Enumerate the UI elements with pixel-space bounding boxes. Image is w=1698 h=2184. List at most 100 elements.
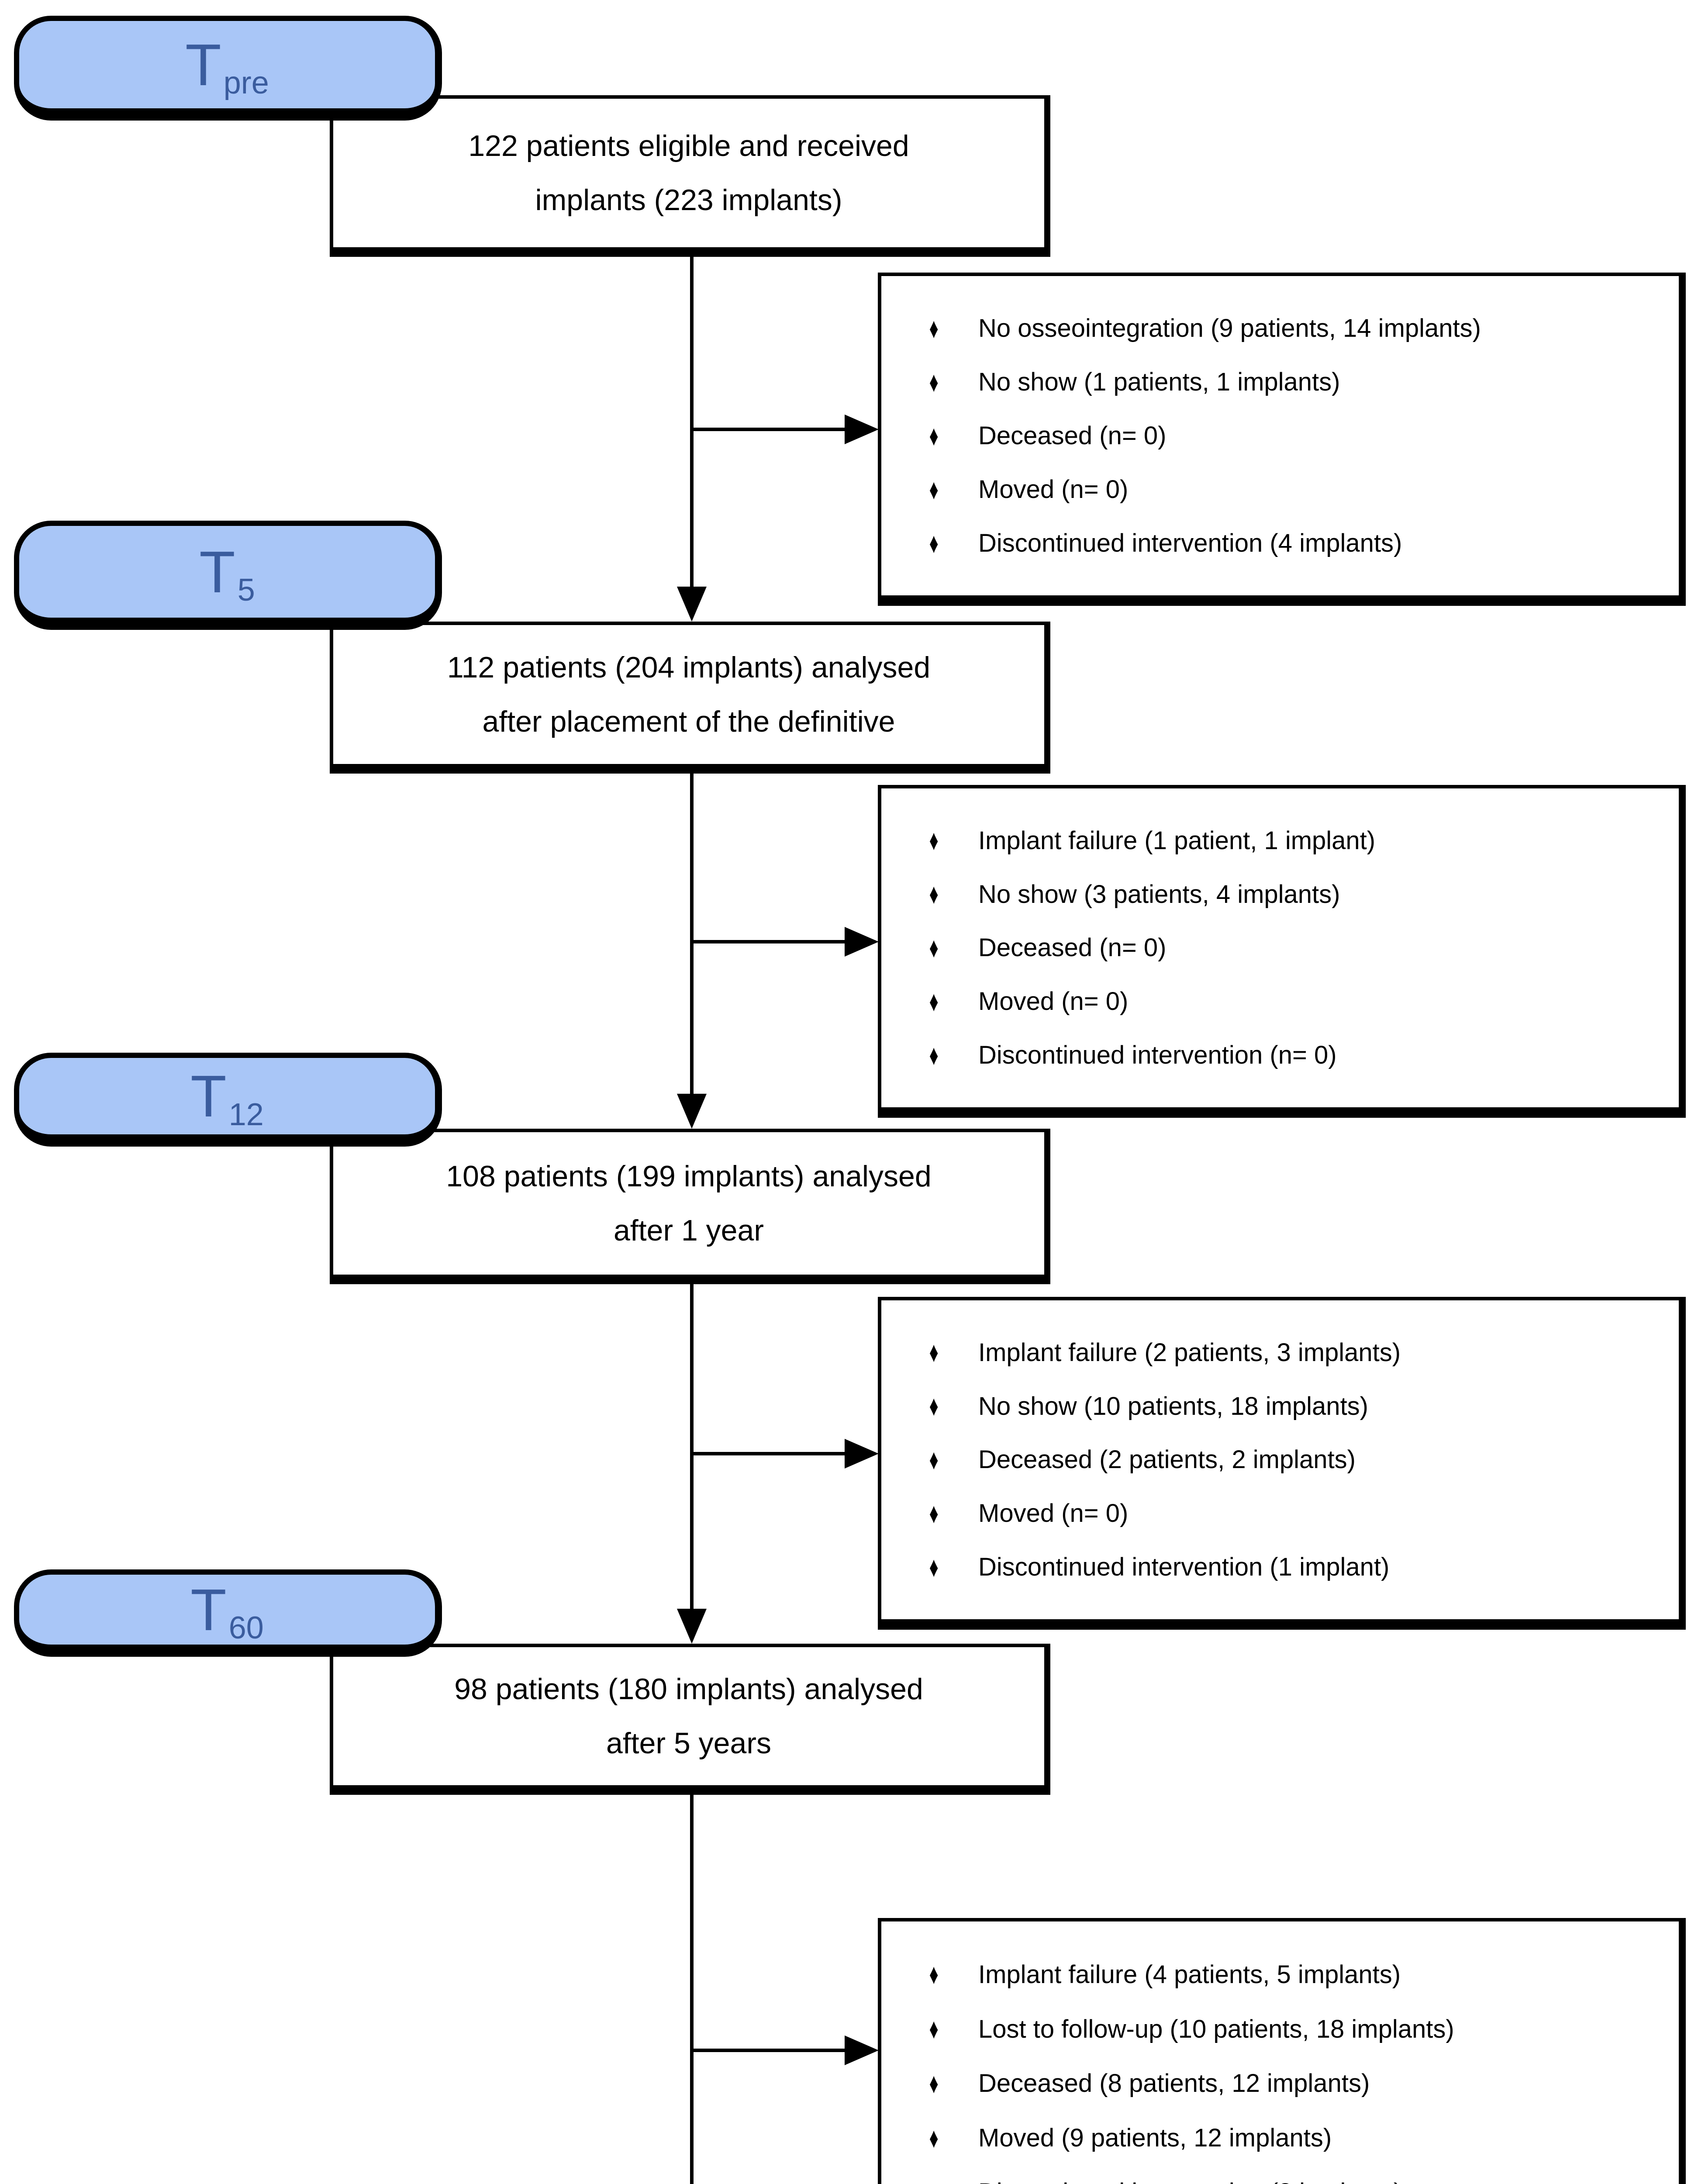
cohort-box-t60: 98 patients (180 implants) analysed afte… — [330, 1644, 1050, 1795]
exclusion-item: Lost to follow-up (10 patients, 18 impla… — [921, 2015, 1666, 2044]
exclusion-item: Discontinued intervention (1 implant) — [921, 1552, 1666, 1582]
exclusion-item: No show (1 patients, 1 implants) — [921, 367, 1666, 397]
exclusion-item: No show (10 patients, 18 implants) — [921, 1392, 1666, 1421]
exclusion-item: Implant failure (2 patients, 3 implants) — [921, 1338, 1666, 1367]
diamond-bullet-icon — [921, 2180, 947, 2184]
exclusion-item: Deceased (2 patients, 2 implants) — [921, 1445, 1666, 1474]
cohort-text-line: 122 patients eligible and received — [468, 129, 909, 162]
diamond-bullet-icon — [921, 423, 947, 449]
cohort-box-t12: 108 patients (199 implants) analysed aft… — [330, 1129, 1050, 1284]
exclusion-item-label: Implant failure (2 patients, 3 implants) — [978, 1338, 1401, 1367]
exclusion-item-label: Deceased (n= 0) — [978, 422, 1167, 450]
connector-line-vertical-1 — [690, 257, 694, 598]
arrow-down-icon — [677, 1094, 707, 1129]
diamond-bullet-icon — [921, 1961, 947, 1987]
exclusion-item: Discontinued intervention (4 implants) — [921, 529, 1666, 558]
exclusion-item: Discontinued intervention (n= 0) — [921, 1040, 1666, 1070]
exclusion-item-label: Discontinued intervention (4 implants) — [978, 529, 1402, 557]
diamond-bullet-icon — [921, 1042, 947, 1068]
timepoint-label: T — [185, 31, 221, 98]
timepoint-subscript: 60 — [228, 1610, 264, 1645]
exclusion-item: No show (3 patients, 4 implants) — [921, 880, 1666, 909]
exclusion-item: Moved (n= 0) — [921, 1499, 1666, 1528]
diamond-bullet-icon — [921, 988, 947, 1015]
exclusion-item: Deceased (n= 0) — [921, 421, 1666, 450]
exclusion-item-label: No show (3 patients, 4 implants) — [978, 880, 1340, 909]
connector-line-vertical-2 — [690, 774, 694, 1099]
connector-line-vertical-3 — [690, 1284, 694, 1612]
diamond-bullet-icon — [921, 1393, 947, 1419]
exclusion-item-label: Discontinued intervention (1 implant) — [978, 1553, 1390, 1582]
connector-line-vertical-4 — [690, 1795, 694, 2184]
cohort-text-line: after placement of the definitive — [482, 705, 895, 738]
diamond-bullet-icon — [921, 1500, 947, 1527]
cohort-text-line: 112 patients (204 implants) analysed — [447, 651, 931, 684]
exclusion-item: Moved (n= 0) — [921, 987, 1666, 1016]
cohort-box-eligible: 122 patients eligible and received impla… — [330, 95, 1050, 257]
cohort-text-line: 108 patients (199 implants) analysed — [446, 1160, 932, 1193]
exclusion-item-label: Discontinued intervention (3 implants) — [978, 2178, 1402, 2184]
arrow-right-icon — [845, 2035, 879, 2065]
timepoint-subscript: 5 — [237, 573, 255, 608]
connector-line-branch-2 — [694, 940, 851, 943]
exclusion-item-label: Implant failure (4 patients, 5 implants) — [978, 1960, 1401, 1989]
diamond-bullet-icon — [921, 881, 947, 907]
cohort-text-line: implants (223 implants) — [535, 183, 842, 217]
cohort-box-t5: 112 patients (204 implants) analysed aft… — [330, 622, 1050, 774]
connector-line-branch-4 — [694, 2049, 851, 2052]
diamond-bullet-icon — [921, 530, 947, 556]
cohort-text-line: 98 patients (180 implants) analysed — [454, 1673, 923, 1706]
exclusion-item-label: Lost to follow-up (10 patients, 18 impla… — [978, 2015, 1454, 2043]
exclusion-box-2: Implant failure (1 patient, 1 implant) N… — [878, 785, 1686, 1118]
exclusion-item-label: Implant failure (1 patient, 1 implant) — [978, 826, 1376, 855]
diamond-bullet-icon — [921, 1447, 947, 1473]
exclusion-item-label: Deceased (2 patients, 2 implants) — [978, 1445, 1356, 1474]
exclusion-item-label: Deceased (n= 0) — [978, 933, 1167, 962]
exclusion-box-3: Implant failure (2 patients, 3 implants)… — [878, 1297, 1686, 1630]
arrow-right-icon — [845, 927, 879, 957]
diamond-bullet-icon — [921, 827, 947, 854]
exclusion-item: Deceased (8 patients, 12 implants) — [921, 2069, 1666, 2098]
timepoint-subscript: pre — [223, 66, 269, 100]
timepoint-label: T — [190, 1576, 227, 1643]
arrow-down-icon — [677, 1609, 707, 1644]
arrow-right-icon — [845, 1439, 879, 1469]
exclusion-item: Moved (9 patients, 12 implants) — [921, 2123, 1666, 2153]
diamond-bullet-icon — [921, 935, 947, 961]
exclusion-item-label: No show (1 patients, 1 implants) — [978, 368, 1340, 396]
connector-line-branch-3 — [694, 1452, 851, 1455]
exclusion-item: No osseointegration (9 patients, 14 impl… — [921, 314, 1666, 343]
arrow-down-icon — [677, 587, 707, 622]
exclusion-item: Moved (n= 0) — [921, 475, 1666, 504]
exclusion-item-label: Moved (n= 0) — [978, 987, 1129, 1016]
diamond-bullet-icon — [921, 477, 947, 503]
timepoint-subscript: 12 — [228, 1097, 264, 1132]
exclusion-item: Implant failure (1 patient, 1 implant) — [921, 826, 1666, 855]
exclusion-item-label: No osseointegration (9 patients, 14 impl… — [978, 314, 1481, 342]
timepoint-label: T — [190, 1063, 227, 1129]
exclusion-item-label: Discontinued intervention (n= 0) — [978, 1041, 1337, 1070]
diamond-bullet-icon — [921, 2070, 947, 2097]
diamond-bullet-icon — [921, 2125, 947, 2151]
diamond-bullet-icon — [921, 1339, 947, 1365]
timepoint-label: T — [199, 539, 235, 605]
exclusion-item-label: Moved (9 patients, 12 implants) — [978, 2124, 1332, 2153]
exclusion-item: Discontinued intervention (3 implants) — [921, 2178, 1666, 2184]
cohort-text-line: after 1 year — [614, 1214, 764, 1247]
exclusion-item: Implant failure (4 patients, 5 implants) — [921, 1960, 1666, 1989]
exclusion-item-label: Moved (n= 0) — [978, 475, 1129, 504]
exclusion-box-1: No osseointegration (9 patients, 14 impl… — [878, 273, 1686, 606]
exclusion-item: Deceased (n= 0) — [921, 933, 1666, 962]
diamond-bullet-icon — [921, 2016, 947, 2042]
exclusion-item-label: Deceased (8 patients, 12 implants) — [978, 2069, 1370, 2098]
exclusion-item-label: Moved (n= 0) — [978, 1499, 1129, 1528]
exclusion-box-4: Implant failure (4 patients, 5 implants)… — [878, 1918, 1686, 2184]
exclusion-item-label: No show (10 patients, 18 implants) — [978, 1392, 1368, 1420]
connector-line-branch-1 — [694, 428, 851, 431]
cohort-text-line: after 5 years — [606, 1727, 771, 1760]
